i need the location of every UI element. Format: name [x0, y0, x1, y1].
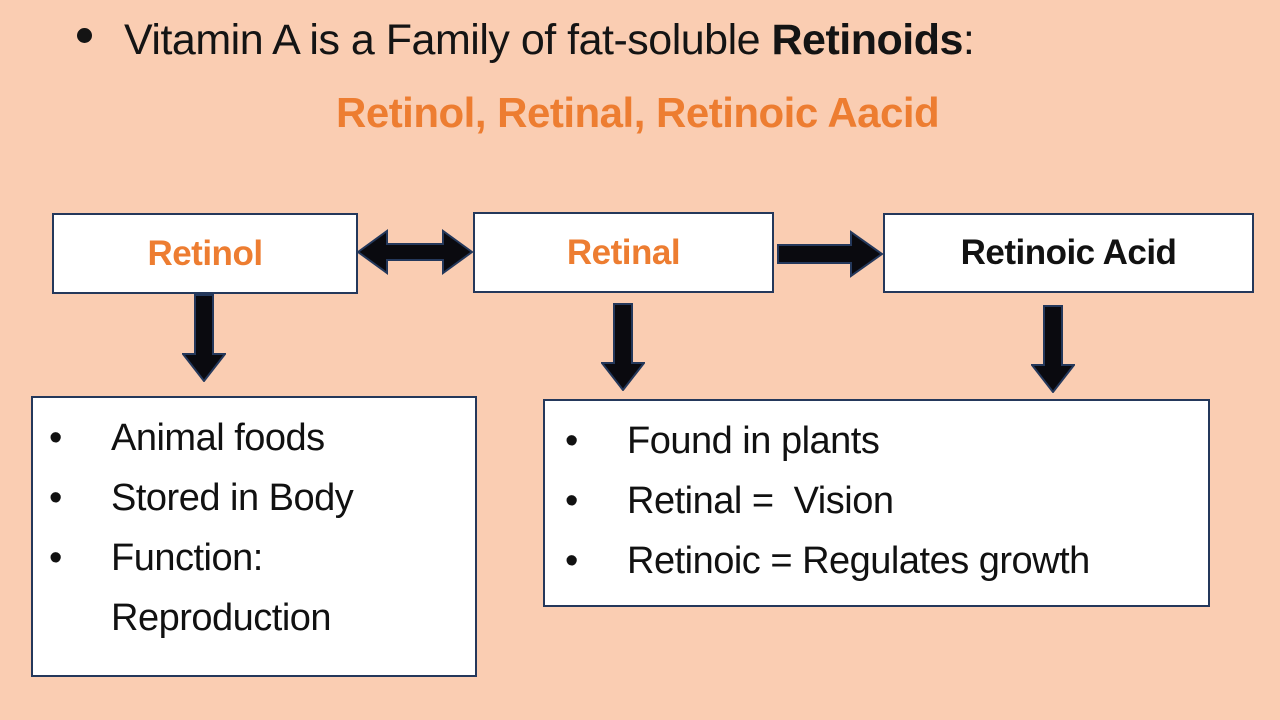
bullet-marker: • [565, 420, 578, 462]
title-text-normal: Vitamin A is a Family of fat-soluble [124, 16, 772, 64]
list-item-text: Retinoic = Regulates growth [627, 540, 1090, 582]
list-item-text: Reproduction [111, 597, 332, 639]
title-bullet-dot [77, 28, 92, 43]
flow-box-retinal-label: Retinal [566, 232, 681, 272]
list-item: • Retinal = Vision [565, 471, 1208, 531]
bullet-marker: • [565, 480, 578, 522]
list-item-text: Stored in Body [111, 477, 354, 519]
list-item-text: Animal foods [111, 417, 325, 459]
slide-title: Vitamin A is a Family of fat-soluble Ret… [124, 14, 1264, 66]
list-item: • Animal foods [49, 408, 475, 468]
list-item: • Retinoic = Regulates growth [565, 531, 1208, 591]
list-item: • Stored in Body [49, 468, 475, 528]
bullet-marker: • [565, 540, 578, 582]
list-item-text: Retinal = Vision [627, 480, 894, 522]
title-text-bold: Retinoids [771, 16, 964, 64]
double-headed-arrow-icon [357, 229, 473, 275]
slide-subtitle: Retinol, Retinal, Retinoic Aacid [336, 89, 940, 136]
flow-box-retinol: Retinol [52, 213, 358, 294]
flow-box-retinol-label: Retinol [147, 233, 263, 273]
list-item: • Function: [49, 528, 475, 588]
right-arrow-icon [777, 230, 884, 278]
down-arrow-retinoic-icon [1031, 305, 1075, 393]
list-item: • Found in plants [565, 411, 1208, 471]
retinol-details-box: • Animal foods • Stored in Body • Functi… [31, 396, 477, 677]
retinal-retinoic-details-box: • Found in plants • Retinal = Vision • R… [543, 399, 1210, 607]
list-item-text: Function: [111, 537, 263, 579]
bullet-marker: • [49, 417, 62, 459]
flow-box-retinoic-acid-label: Retinoic Acid [960, 233, 1177, 272]
bullet-marker: • [49, 477, 62, 519]
flow-box-retinoic-acid: Retinoic Acid [883, 213, 1254, 293]
down-arrow-retinol-icon [182, 294, 226, 382]
bullet-marker: • [49, 537, 62, 579]
flow-box-retinal: Retinal [473, 212, 774, 293]
list-item-continuation: • Reproduction [49, 588, 475, 648]
down-arrow-retinal-icon [601, 303, 645, 391]
title-text-suffix: : [962, 16, 975, 64]
list-item-text: Found in plants [627, 420, 880, 462]
